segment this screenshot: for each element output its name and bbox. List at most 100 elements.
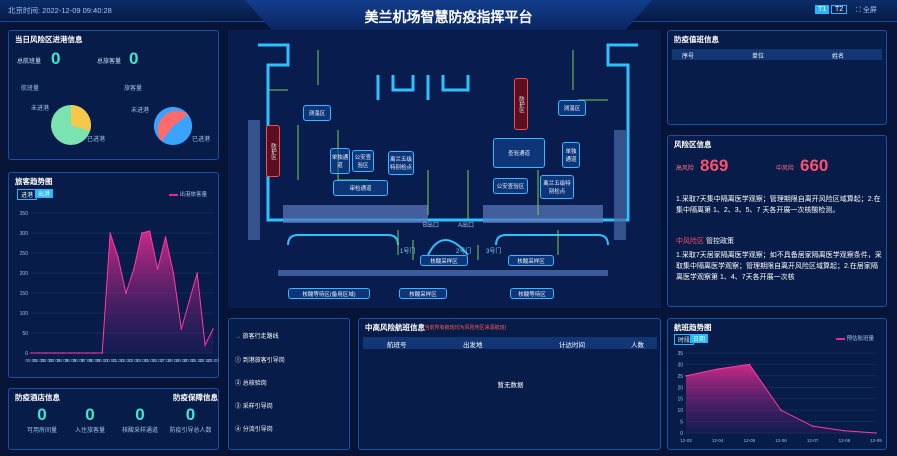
pax-xtick-8: 08:00 [89, 358, 101, 363]
pax-xtick-6: 06:00 [73, 358, 85, 363]
map-g3: 3号门 [486, 249, 502, 255]
flt-xtick-4: 12-07 [807, 438, 819, 443]
pax-xtick-1: 01:00 [33, 358, 45, 363]
pax-xtick-23: 23:00 [207, 358, 219, 363]
pax-point-5 [69, 352, 72, 354]
pax-ytick-5: 250 [20, 251, 29, 257]
pax-point-1 [38, 352, 40, 354]
legend-item-1: ① 到港旅客引导岗 [235, 358, 285, 364]
pax-point-23 [212, 328, 214, 330]
pax-xtick-13: 13:00 [128, 358, 140, 363]
flights-sub: 航班量 [21, 86, 40, 92]
high-policy-text: 1.采取7天集中隔离医学观察；管理期限自离开风险区域算起；2.在集中隔离第 1、… [676, 196, 881, 214]
pax-point-4 [61, 352, 64, 354]
duty-panel: 防疫值班信息 序号 单位 姓名 [667, 30, 887, 125]
map-b3: 公安查验区 [352, 150, 374, 172]
pax-xtick-11: 11:00 [113, 358, 124, 363]
flights-label: 总航班量 [17, 59, 42, 65]
pie2-label-a: 未进港 [131, 108, 150, 114]
flt-xtick-6: 12-09 [870, 438, 882, 443]
flt-ytick-6: 30 [677, 362, 683, 368]
mid-policy-heading: 中风险区 管控政策 [676, 238, 734, 245]
pax-point-12 [125, 292, 127, 294]
map-b13: 核酸采样区 [399, 288, 447, 299]
pax-xtick-0: 00:00 [25, 358, 37, 363]
map-b2: 单独通道 [330, 148, 350, 174]
pax-point-13 [133, 268, 135, 270]
pax-xtick-18: 18:00 [168, 358, 180, 363]
map-b9: 测温区 [558, 100, 586, 116]
pax-trend-title: 旅客趋势图 [15, 177, 53, 186]
hotel-title2: 防疫保障信息 [173, 393, 218, 402]
flt-ytick-1: 5 [680, 420, 683, 426]
flt-ytick-4: 20 [677, 385, 683, 391]
pax-xtick-2: 02:00 [41, 358, 53, 363]
header-time: 北京时间: 2022-12-09 09:40:28 [8, 6, 112, 15]
pax-point-10 [109, 232, 111, 234]
legend-item-4: ④ 分流引导岗 [235, 427, 273, 433]
map-b4: 离兰五级特别检点 [388, 151, 414, 175]
legend-item-0: → 旅客行走路线 [235, 334, 279, 340]
map-exit2: A出口 [458, 223, 475, 229]
flt-xtick-0: 12-03 [680, 438, 692, 443]
mid-flights-panel: 中高风险航班信息 (当前所有航班均为风险地区来源航班) 航班号 出发地 计达时间… [358, 318, 661, 450]
map-legend: → 旅客行走路线 ① 到港旅客引导岗 ② 总核验岗 ③ 采样引导岗 ④ 分流引导… [228, 318, 350, 450]
mid-flights-header: 航班号 出发地 计达时间 人数 [363, 337, 657, 349]
pax-point-0 [30, 352, 32, 354]
flt-point-0 [685, 375, 687, 377]
tab-t2[interactable]: T2 [831, 5, 848, 14]
flt-xtick-1: 12-04 [712, 438, 724, 443]
pax-pie [153, 106, 193, 146]
airport-map: 测温区 单独通道 公安查验区 离兰五级特别检点 审检通道 查验通道 公安查验区 … [228, 30, 661, 308]
risk-area-title: 当日风险区进港信息 [15, 35, 83, 44]
pax-point-7 [85, 352, 88, 354]
map-b8: 离兰五级特别检点 [540, 175, 574, 199]
pax-xtick-20: 20:00 [184, 358, 196, 363]
pax-point-19 [180, 328, 183, 330]
fullscreen-button[interactable]: ⛶ 全屏 [856, 7, 877, 14]
tab-departure[interactable]: 出港 [35, 189, 54, 198]
map-b6: 查验通道 [493, 138, 545, 168]
pax-line [31, 230, 214, 354]
pax-ytick-0: 0 [25, 351, 28, 357]
pax-ytick-4: 200 [20, 271, 29, 277]
pax-xtick-4: 04:00 [57, 358, 69, 363]
pax-point-11 [117, 256, 119, 258]
pax-point-8 [93, 352, 96, 354]
legend-item-2: ② 总核验岗 [235, 381, 267, 387]
map-b14: 核酸等待区(备用区域) [288, 288, 370, 299]
flt-ytick-7: 35 [677, 351, 683, 357]
empty-state: 暂无数据 [497, 382, 524, 389]
pie2-label-b: 已进港 [192, 137, 211, 143]
map-b15: 核酸等待区 [510, 288, 554, 299]
map-b5: 审检通道 [333, 180, 388, 196]
pax-point-9 [101, 352, 104, 354]
flt-point-6 [875, 432, 877, 434]
flight-legend: 预估航班量 [836, 334, 874, 342]
tab-date[interactable]: 日期 [690, 334, 709, 343]
map-b1: 测温区 [303, 105, 331, 121]
flt-point-5 [843, 429, 846, 432]
map-g2: 2号门 [456, 249, 472, 255]
duty-header: 序号 单位 姓名 [672, 49, 882, 60]
flt-xtick-2: 12-05 [744, 438, 756, 443]
map-exit1: B出口 [423, 223, 440, 229]
mid-risk-label: 中风险 [776, 166, 795, 172]
flt-ytick-0: 0 [680, 431, 683, 437]
pax-xtick-17: 17:00 [160, 358, 172, 363]
risk-info-title: 风险区信息 [674, 140, 712, 149]
flt-area [686, 364, 876, 433]
tab-t1[interactable]: T1 [815, 5, 830, 14]
pax-point-6 [77, 352, 80, 354]
mid-policy-text: 1.采取7天居家隔离医学观察；如不具备居家隔离医学观察条件，采取集中隔离医学观察… [676, 252, 882, 281]
flights-value: 0 [51, 49, 61, 68]
mid-flights-note: (当前所有航班均为风险地区来源航班) [423, 325, 507, 331]
duty-title: 防疫值班信息 [674, 35, 719, 44]
pax-point-16 [156, 268, 159, 270]
tab-arrival[interactable]: 进港 [17, 189, 38, 200]
map-b10: 单独通道 [562, 142, 580, 168]
